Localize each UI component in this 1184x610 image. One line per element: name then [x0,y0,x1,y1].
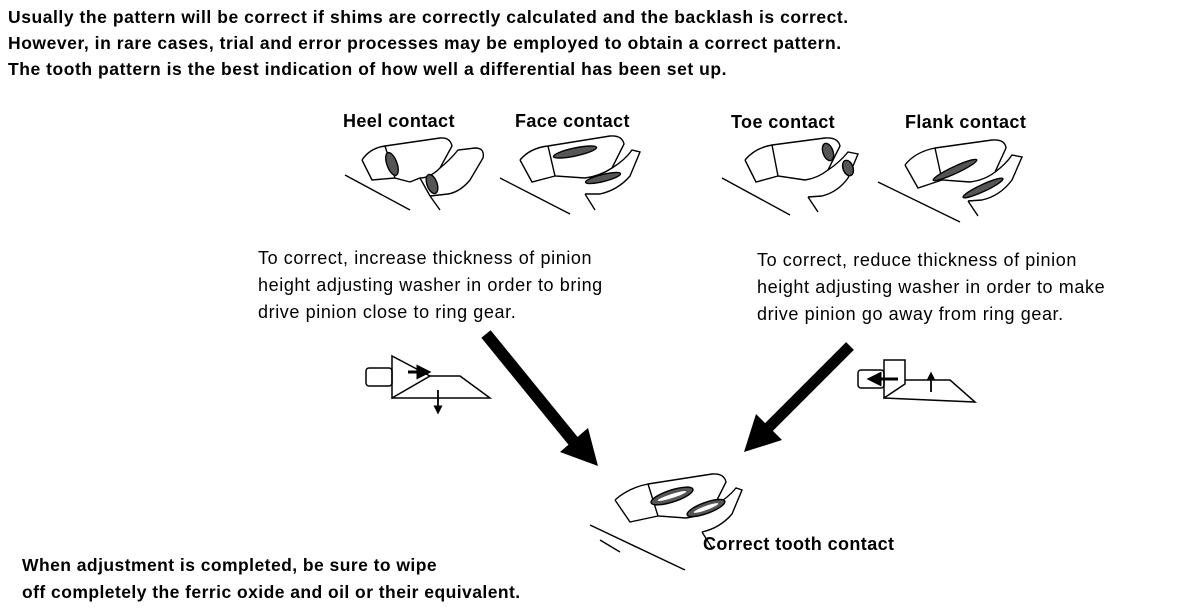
increase-line-2: height adjusting washer in order to brin… [258,275,603,295]
right-big-arrow-icon [744,342,854,452]
increase-thickness-instruction: To correct, increase thickness of pinion… [258,245,603,326]
intro-line-2: However, in rare cases, trial and error … [8,33,842,53]
face-contact-gear-icon [499,135,641,215]
reduce-thickness-instruction: To correct, reduce thickness of pinion h… [757,247,1105,328]
heel-contact-label: Heel contact [343,111,455,131]
intro-line-1: Usually the pattern will be correct if s… [8,7,849,27]
increase-line-3: drive pinion close to ring gear. [258,302,517,322]
face-contact-label: Face contact [515,111,630,131]
closing-note: When adjustment is completed, be sure to… [22,552,521,606]
pinion-close-schematic-icon [365,354,493,415]
flank-contact-label: Flank contact [905,112,1027,132]
left-big-arrow-icon [481,330,598,466]
heel-contact-gear-icon [344,137,485,211]
intro-line-3: The tooth pattern is the best indication… [8,59,728,79]
reduce-line-1: To correct, reduce thickness of pinion [757,250,1077,270]
pinion-away-schematic-icon [857,359,978,403]
flank-contact-gear-icon [877,139,1023,223]
toe-contact-gear-icon [721,137,859,216]
correct-contact-label: Correct tooth contact [703,534,895,554]
toe-contact-label: Toe contact [731,112,836,132]
correct-contact-gear-icon [589,473,743,571]
closing-line-1: When adjustment is completed, be sure to… [22,555,438,575]
reduce-line-3: drive pinion go away from ring gear. [757,304,1064,324]
reduce-line-2: height adjusting washer in order to make [757,277,1106,297]
closing-line-2: off completely the ferric oxide and oil … [22,582,521,602]
increase-line-1: To correct, increase thickness of pinion [258,248,593,268]
intro-text: Usually the pattern will be correct if s… [8,4,849,82]
